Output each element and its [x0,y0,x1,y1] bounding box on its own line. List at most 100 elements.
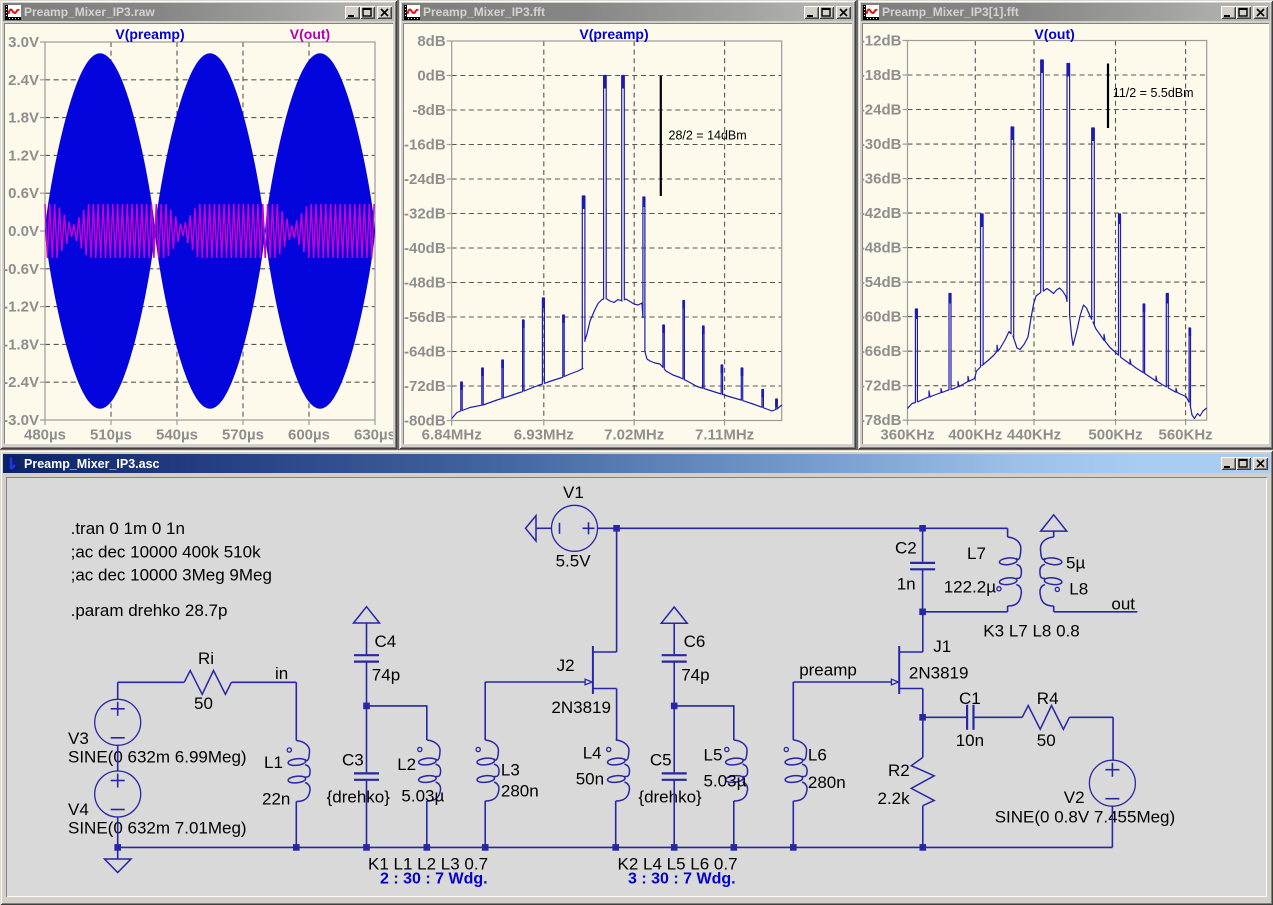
svg-text:7.02MHz: 7.02MHz [604,427,664,444]
svg-text:5.03µ: 5.03µ [704,772,747,791]
svg-text:6.93MHz: 6.93MHz [514,427,574,444]
svg-text:-30dB: -30dB [862,136,902,153]
svg-text:-2.4V: -2.4V [4,374,39,391]
svg-text:-78dB: -78dB [862,412,902,429]
svg-text:{drehko}: {drehko} [327,788,391,807]
svg-text:{drehko}: {drehko} [638,788,702,807]
svg-text:V(out): V(out) [290,26,330,42]
svg-text:22n: 22n [262,790,290,809]
svg-text:560KHz: 560KHz [1158,427,1212,444]
svg-text:360KHz: 360KHz [880,427,934,444]
svg-text:V1: V1 [563,483,584,502]
svg-text:R4: R4 [1037,689,1059,708]
svg-text:SINE(0 0.8V 7.455Meg): SINE(0 0.8V 7.455Meg) [995,808,1175,827]
svg-text:-66dB: -66dB [862,343,902,360]
svg-text:-8dB: -8dB [412,102,446,119]
svg-text:600µs: 600µs [288,427,330,444]
svg-text:50: 50 [1037,731,1056,750]
svg-text:V(out): V(out) [1034,26,1074,42]
svg-text:V(preamp): V(preamp) [115,26,184,42]
svg-text:5.03µ: 5.03µ [401,787,444,806]
svg-text:-1.2V: -1.2V [4,299,39,316]
svg-text:-42dB: -42dB [862,205,902,222]
svg-text:280n: 280n [501,782,539,801]
svg-text:28/2 = 14dBm: 28/2 = 14dBm [669,129,747,143]
svg-text:L7: L7 [967,544,986,563]
svg-text:-72dB: -72dB [862,378,902,395]
svg-text:L8: L8 [1069,580,1088,599]
svg-text:L1: L1 [264,753,283,772]
svg-text:0.0V: 0.0V [8,223,39,240]
svg-text:630µs: 630µs [354,427,393,444]
svg-text:SINE(0 632m 7.01Meg): SINE(0 632m 7.01Meg) [68,819,247,838]
svg-text:J2: J2 [557,656,575,675]
svg-text:400KHz: 400KHz [948,427,1002,444]
svg-text:-16dB: -16dB [404,137,446,154]
svg-text:C1: C1 [959,689,981,708]
svg-text:K1 L1 L2 L3 0.7: K1 L1 L2 L3 0.7 [368,855,488,874]
svg-text:V(preamp): V(preamp) [579,26,648,42]
svg-text:in: in [275,664,288,683]
svg-text:-80dB: -80dB [404,413,446,430]
svg-text:0dB: 0dB [417,68,446,85]
svg-text:2N3819: 2N3819 [551,698,611,717]
svg-text:5µ: 5µ [1066,554,1085,573]
svg-text:570µs: 570µs [222,427,264,444]
svg-text:.param drehko 28.7p: .param drehko 28.7p [71,601,228,620]
svg-text:J1: J1 [933,637,951,656]
svg-text:L3: L3 [501,761,520,780]
svg-text:-1.8V: -1.8V [4,336,39,353]
svg-text:C6: C6 [684,632,706,651]
svg-text:440KHz: 440KHz [1007,427,1061,444]
svg-text:510µs: 510µs [90,427,132,444]
svg-text:V4: V4 [68,800,89,819]
svg-text:500KHz: 500KHz [1088,427,1142,444]
svg-text:-12dB: -12dB [862,33,902,50]
svg-text:-36dB: -36dB [862,171,902,188]
svg-text:SINE(0 632m 6.99Meg): SINE(0 632m 6.99Meg) [68,748,247,767]
svg-text:2.2k: 2.2k [878,789,911,808]
svg-text:50: 50 [194,694,213,713]
svg-text:-0.6V: -0.6V [4,261,39,278]
svg-text:-48dB: -48dB [404,275,446,292]
svg-text:C4: C4 [375,632,397,651]
svg-text:V3: V3 [68,729,89,748]
svg-text:out: out [1111,595,1135,614]
svg-text:K3 L7 L8 0.8: K3 L7 L8 0.8 [983,622,1079,641]
svg-text:-56dB: -56dB [404,309,446,326]
svg-text:L4: L4 [583,744,602,763]
svg-text:3 : 30 : 7 Wdg.: 3 : 30 : 7 Wdg. [628,871,736,888]
svg-text:K2 L4 L5 L6 0.7: K2 L4 L5 L6 0.7 [618,855,738,874]
svg-text:-18dB: -18dB [862,67,902,84]
svg-text:;ac dec 10000 3Meg 9Meg: ;ac dec 10000 3Meg 9Meg [71,566,272,585]
svg-text:1.2V: 1.2V [8,147,39,164]
svg-text:L2: L2 [397,755,416,774]
svg-text:122.2µ: 122.2µ [944,578,997,597]
svg-text:74p: 74p [372,666,400,685]
svg-text:-60dB: -60dB [862,309,902,326]
svg-text:-24dB: -24dB [404,171,446,188]
svg-text:7.11MHz: 7.11MHz [695,427,754,444]
svg-text:-32dB: -32dB [404,206,446,223]
svg-text:3.0V: 3.0V [8,34,39,51]
svg-text:C3: C3 [342,751,364,770]
svg-text:74p: 74p [681,666,709,685]
svg-text:1.8V: 1.8V [8,110,39,127]
svg-text:preamp: preamp [799,661,857,680]
svg-text:C5: C5 [650,751,672,770]
svg-text:-24dB: -24dB [862,102,902,119]
svg-text:-3.0V: -3.0V [4,412,39,429]
svg-text:L5: L5 [704,745,723,764]
svg-text:11/2 = 5.5dBm: 11/2 = 5.5dBm [1113,86,1194,100]
svg-text:540µs: 540µs [156,427,198,444]
svg-text:;ac dec 10000 400k 510k: ;ac dec 10000 400k 510k [71,543,261,562]
svg-text:2 : 30 : 7 Wdg.: 2 : 30 : 7 Wdg. [380,871,488,888]
svg-text:50n: 50n [576,770,604,789]
svg-text:280n: 280n [808,773,846,792]
svg-text:6.84MHz: 6.84MHz [422,427,482,444]
svg-text:-72dB: -72dB [404,378,446,395]
svg-text:2N3819: 2N3819 [909,664,969,683]
svg-text:5.5V: 5.5V [556,552,592,571]
svg-text:V2: V2 [1064,788,1085,807]
svg-text:480µs: 480µs [24,427,66,444]
